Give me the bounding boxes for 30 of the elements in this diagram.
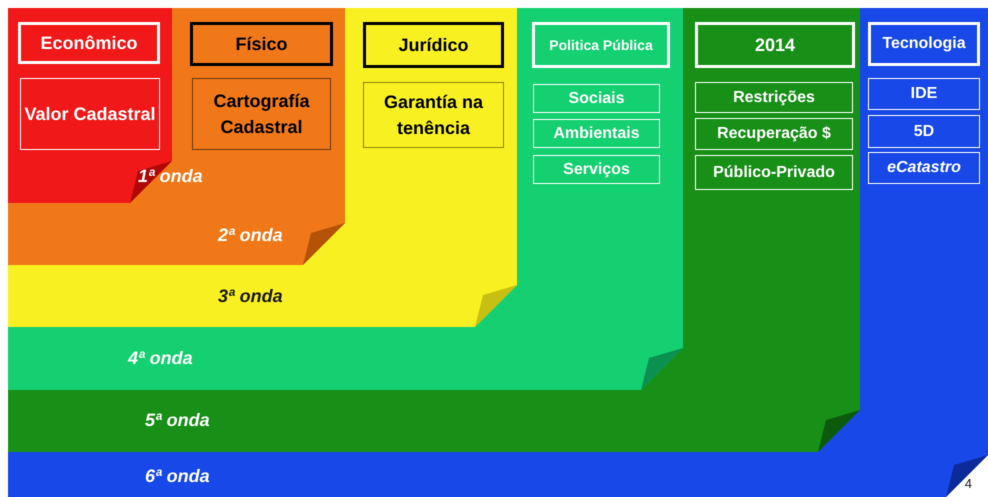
item-box: Garantía na tenência bbox=[363, 82, 504, 148]
page-sheet bbox=[8, 8, 683, 390]
item-box: Serviços bbox=[533, 155, 660, 184]
heading-box: Politica Pública bbox=[532, 22, 670, 68]
page-sheet bbox=[8, 8, 860, 452]
heading-box: Econômico bbox=[18, 22, 160, 64]
heading-box: Jurídico bbox=[363, 22, 504, 68]
item-box: Restrições bbox=[695, 82, 853, 113]
item-box: IDE bbox=[868, 78, 980, 110]
page-sheet bbox=[8, 8, 517, 327]
heading-box: 2014 bbox=[695, 22, 855, 68]
wave-label: 6ª onda bbox=[145, 466, 210, 487]
item-box: 5D bbox=[868, 115, 980, 148]
wave-label: 4ª onda bbox=[128, 348, 193, 369]
item-box: Cartografía Cadastral bbox=[192, 78, 331, 150]
wave-label: 3ª onda bbox=[218, 286, 283, 307]
item-box: Recuperação $ bbox=[695, 118, 853, 150]
item-box: Valor Cadastral bbox=[20, 78, 160, 150]
item-box: Público-Privado bbox=[695, 155, 853, 190]
page-number: 4 bbox=[964, 476, 972, 491]
heading-box: Tecnologia bbox=[868, 22, 980, 66]
item-box: Sociais bbox=[533, 84, 660, 113]
heading-box: Físico bbox=[190, 22, 333, 66]
wave-label: 5ª onda bbox=[145, 410, 210, 431]
wave-label: 1ª onda bbox=[138, 166, 203, 187]
wave-label: 2ª onda bbox=[218, 225, 283, 246]
item-box: Ambientais bbox=[533, 119, 660, 148]
page-sheet bbox=[8, 8, 345, 265]
item-box: eCatastro bbox=[868, 152, 980, 184]
page-sheet bbox=[8, 8, 988, 497]
